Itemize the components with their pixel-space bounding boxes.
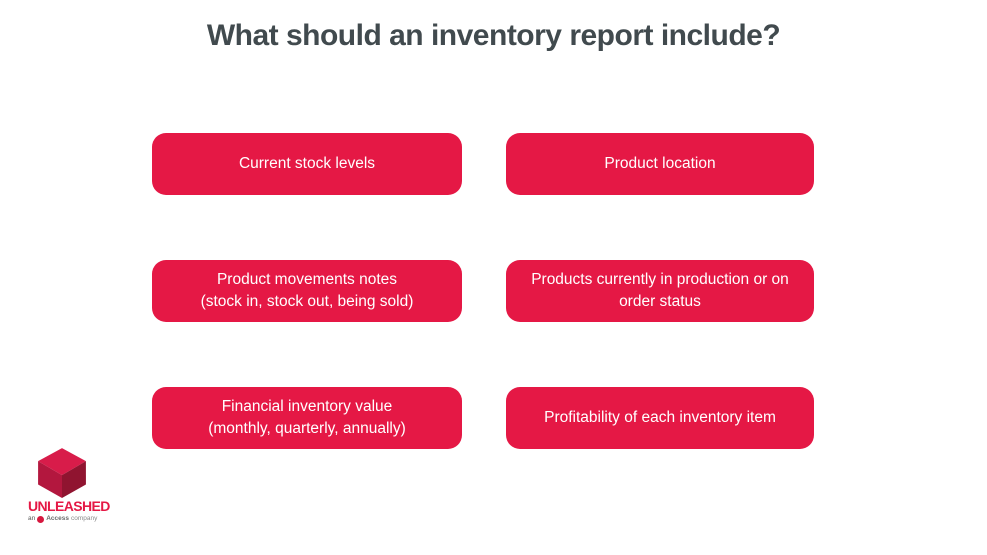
info-box-product-location: Product location [506,133,814,195]
unleashed-wordmark: UNLEASHED [28,498,110,514]
info-box-product-movements-notes: Product movements notes (stock in, stock… [152,260,462,322]
page-title: What should an inventory report include? [206,19,781,52]
logo-tagline: an Access company [28,515,138,523]
info-box-profitability: Profitability of each inventory item [506,387,814,449]
unleashed-logo: UNLEASHED an Access company [28,446,138,523]
info-boxes-grid: Current stock levels Product location Pr… [152,133,814,449]
tagline-prefix: an [28,515,36,522]
info-box-financial-inventory-value: Financial inventory value (monthly, quar… [152,387,462,449]
info-box-current-stock-levels: Current stock levels [152,133,462,195]
red-3d-cube-logo-icon [38,448,86,498]
access-badge-icon [37,515,45,523]
info-box-production-order-status: Products currently in production or on o… [506,260,814,322]
tagline-brand: Access [46,515,70,522]
tagline-suffix: company [71,515,98,522]
